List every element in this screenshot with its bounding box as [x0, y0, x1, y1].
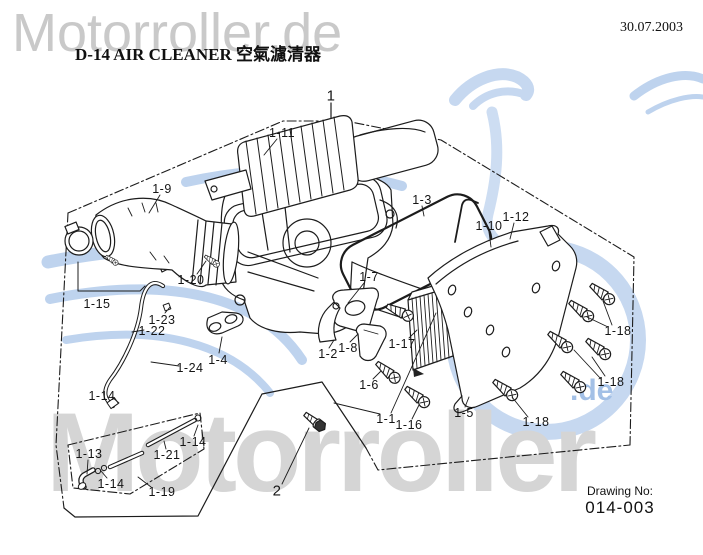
part-label-1-10: 1-10	[475, 219, 503, 233]
part-label-1-17: 1-17	[388, 337, 416, 351]
part-label-1-18: 1-18	[522, 415, 550, 429]
part-label-1-3: 1-3	[412, 193, 432, 207]
part-label-1: 1	[326, 87, 336, 105]
part-label-1-18: 1-18	[597, 375, 625, 389]
page-date: 30.07.2003	[620, 20, 683, 35]
part-label-1-5: 1-5	[454, 406, 474, 420]
part-label-1-11: 1-11	[268, 126, 296, 140]
part-label-1-13: 1-13	[75, 447, 103, 461]
part-label-1-1: 1-1	[376, 412, 396, 426]
watermark-top-text: Motorroller.de	[12, 3, 343, 63]
part-1-2-bracket	[317, 301, 341, 343]
part-1-9-intake-tube	[90, 197, 240, 288]
part-label-1-20: 1-20	[177, 273, 205, 287]
drawing-number-label: Drawing No:	[586, 484, 654, 498]
part-1-8-plate	[355, 323, 387, 362]
leader-lines	[86, 138, 613, 488]
part-2-bolt	[303, 411, 327, 433]
part-label-1-16: 1-16	[395, 418, 423, 432]
part-label-1-21: 1-21	[153, 448, 181, 462]
part-1-4-bracket	[206, 311, 244, 335]
part-label-1-6: 1-6	[359, 378, 379, 392]
part-label-1-23: 1-23	[148, 313, 176, 327]
part-label-1-19: 1-19	[148, 485, 176, 499]
part-label-1-2: 1-2	[318, 347, 338, 361]
part-1-15-clamp	[64, 221, 146, 292]
part-label-2: 2	[272, 482, 282, 500]
part-label-1-24: 1-24	[176, 361, 204, 375]
part-label-1-15: 1-15	[83, 297, 111, 311]
drawing-number-value: 014-003	[585, 498, 655, 517]
part-label-1-14: 1-14	[88, 389, 116, 403]
drawing-number-block: Drawing No: 014-003	[560, 484, 680, 518]
part-label-1-12: 1-12	[502, 210, 530, 224]
part-1-11-bellows-duct	[204, 115, 439, 217]
part-1-5-cover	[427, 224, 578, 414]
part-label-1-4: 1-4	[208, 353, 228, 367]
part-label-1-22: 1-22	[138, 324, 166, 338]
part-label-1-14: 1-14	[97, 477, 125, 491]
part-label-1-14: 1-14	[179, 435, 207, 449]
page-title: D-14 AIR CLEANER 空氣濾清器	[75, 45, 322, 64]
part-label-1-9: 1-9	[152, 182, 172, 196]
part-label-1-18: 1-18	[604, 324, 632, 338]
part-1-19-hose-kit	[67, 412, 205, 495]
part-1-7-plate	[332, 287, 379, 332]
detail-region-outline	[63, 381, 367, 518]
part-label-1-7: 1-7	[359, 270, 379, 284]
part-label-1-8: 1-8	[338, 341, 358, 355]
